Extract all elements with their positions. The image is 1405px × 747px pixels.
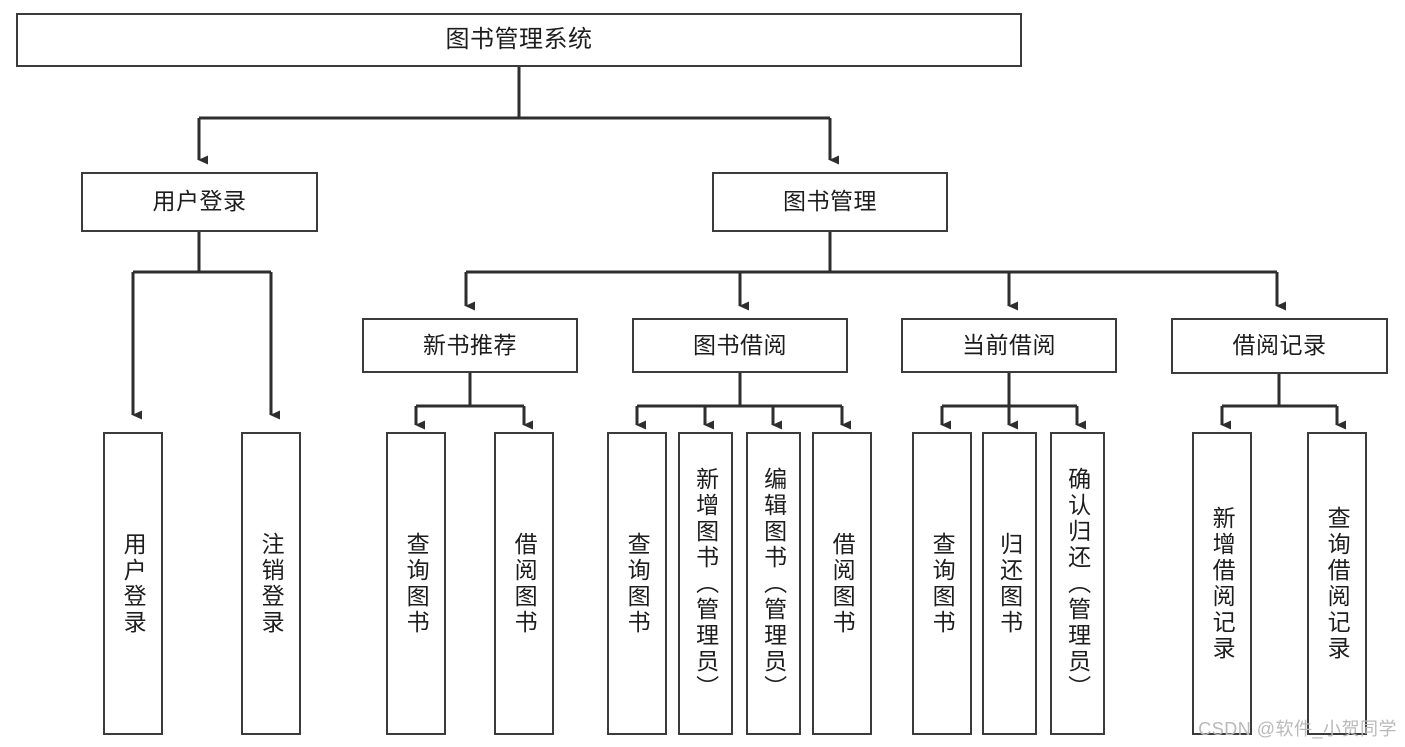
node-label: 图书借阅: [693, 331, 787, 358]
node-label: 用户登录: [120, 531, 147, 636]
node-user-login[interactable]: 用户登录: [81, 172, 318, 232]
node-borrow-record[interactable]: 借阅记录: [1171, 318, 1388, 374]
node-label: 图书管理: [783, 188, 877, 215]
node-label: 确认归还（管理员）: [1064, 466, 1091, 701]
node-new-book-recommend[interactable]: 新书推荐: [362, 318, 578, 373]
leaf-user-login[interactable]: 用户登录: [103, 432, 163, 735]
node-label: 查询图书: [929, 531, 956, 636]
node-label: 借阅图书: [829, 531, 856, 636]
leaf-add-borrow-record[interactable]: 新增借阅记录: [1192, 432, 1252, 735]
node-label: 编辑图书（管理员）: [760, 466, 787, 701]
node-root-system[interactable]: 图书管理系统: [16, 13, 1022, 67]
leaf-add-book-admin[interactable]: 新增图书（管理员）: [678, 432, 733, 735]
node-book-borrow[interactable]: 图书借阅: [632, 318, 848, 373]
node-label: 新增借阅记录: [1209, 505, 1236, 662]
leaf-borrow-book-recommend[interactable]: 借阅图书: [494, 432, 554, 735]
leaf-borrow-book-borrow[interactable]: 借阅图书: [812, 432, 872, 735]
node-label: 注销登录: [258, 531, 285, 636]
leaf-query-book-current[interactable]: 查询图书: [912, 432, 972, 735]
node-label: 图书管理系统: [445, 25, 593, 53]
node-label: 查询借阅记录: [1324, 505, 1351, 662]
leaf-query-borrow-record[interactable]: 查询借阅记录: [1307, 432, 1367, 735]
leaf-edit-book-admin[interactable]: 编辑图书（管理员）: [746, 432, 801, 735]
node-label: 归还图书: [996, 531, 1023, 636]
node-label: 借阅图书: [511, 531, 538, 636]
node-label: 查询图书: [624, 531, 651, 636]
node-label: 借阅记录: [1232, 332, 1327, 359]
leaf-query-book-recommend[interactable]: 查询图书: [386, 432, 446, 735]
node-label: 新书推荐: [423, 331, 517, 358]
leaf-return-book[interactable]: 归还图书: [982, 432, 1037, 735]
node-label: 新增图书（管理员）: [692, 466, 719, 701]
csdn-watermark: CSDN @软件_小贺同学: [1198, 719, 1397, 739]
node-current-borrow[interactable]: 当前借阅: [901, 318, 1117, 373]
node-label: 用户登录: [152, 188, 247, 215]
node-label: 当前借阅: [962, 331, 1056, 358]
leaf-confirm-return-admin[interactable]: 确认归还（管理员）: [1050, 432, 1105, 735]
leaf-query-book-borrow[interactable]: 查询图书: [607, 432, 667, 735]
leaf-user-logout[interactable]: 注销登录: [241, 432, 301, 735]
node-label: 查询图书: [403, 531, 430, 636]
node-book-manage[interactable]: 图书管理: [712, 172, 948, 232]
